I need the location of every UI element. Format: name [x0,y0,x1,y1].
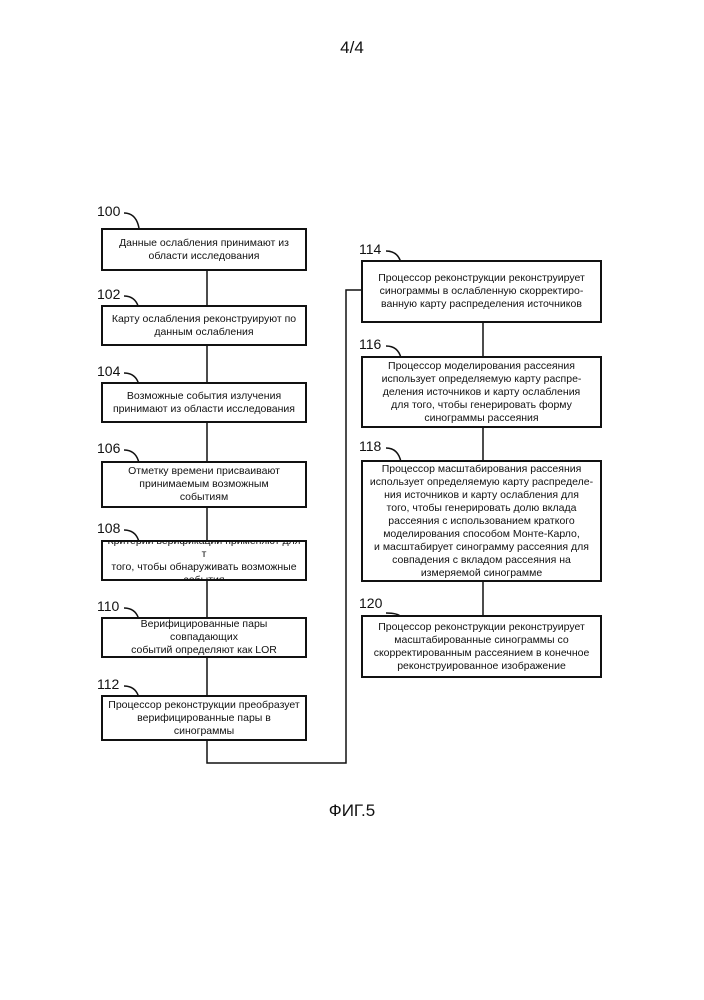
step-box-104: Возможные события излучения принимают из… [101,382,307,423]
step-label-114: 114 [359,241,381,257]
step-label-108: 108 [97,520,120,536]
step-box-114: Процессор реконструкции реконструирует с… [361,260,602,323]
figure-caption: ФИГ.5 [0,801,704,821]
step-label-118: 118 [359,438,381,454]
step-label-104: 104 [97,363,120,379]
step-box-118: Процессор масштабирования рассеяния испо… [361,460,602,582]
step-box-100: Данные ослабления принимают из области и… [101,228,307,271]
step-box-116: Процессор моделирования рассеяния исполь… [361,356,602,428]
step-box-102: Карту ослабления реконструируют по данны… [101,305,307,346]
step-label-100: 100 [97,203,120,219]
step-label-102: 102 [97,286,120,302]
step-label-120: 120 [359,595,382,611]
step-label-112: 112 [97,676,119,692]
step-box-110: Верифицированные пары совпадающих событи… [101,617,307,658]
step-label-116: 116 [359,336,381,352]
step-box-120: Процессор реконструкции реконструирует м… [361,615,602,678]
step-box-112: Процессор реконструкции преобразует вери… [101,695,307,741]
step-label-106: 106 [97,440,120,456]
step-box-108: Критерий верификации применяют для т тог… [101,540,307,581]
step-label-110: 110 [97,598,119,614]
step-box-106: Отметку времени присваивают принимаемым … [101,461,307,508]
